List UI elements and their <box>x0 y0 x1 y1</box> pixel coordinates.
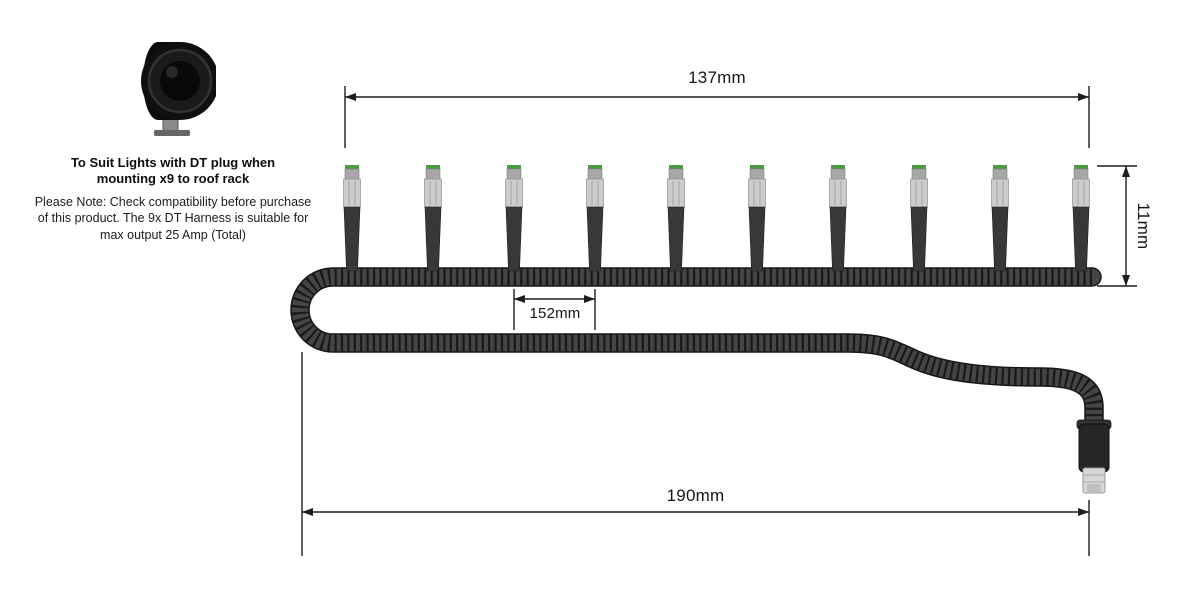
dt-plug <box>343 164 361 272</box>
compatibility-heading: To Suit Lights with DT plug when mountin… <box>70 155 276 187</box>
dt-plug <box>424 164 442 272</box>
dt-plug <box>829 164 847 272</box>
dt-plug <box>991 164 1009 272</box>
dimension-plug-spacing <box>513 289 596 330</box>
dimension-overall-bottom <box>301 352 1090 556</box>
compatibility-note: Please Note: Check compatibility before … <box>34 195 312 242</box>
dt-plug <box>667 164 685 272</box>
dt-plug <box>1072 164 1090 272</box>
dt-plug <box>505 164 523 272</box>
dt-plug <box>910 164 928 272</box>
corrugated-tube <box>290 267 1104 442</box>
dt-plug <box>748 164 766 272</box>
dimension-label-plug-spacing: 152mm <box>529 305 581 322</box>
main-connector <box>1076 419 1112 494</box>
dimension-label-overall-top: 137mm <box>688 68 746 87</box>
dimension-label-overall-bottom: 190mm <box>666 486 725 505</box>
driving-light-image <box>141 42 216 136</box>
dt-plug-row <box>343 164 1090 272</box>
dimension-overall-top <box>344 86 1090 148</box>
dt-plug <box>586 164 604 272</box>
dimension-plug-height <box>1097 165 1137 287</box>
dimension-label-plug-height: 11mm <box>1134 202 1153 250</box>
